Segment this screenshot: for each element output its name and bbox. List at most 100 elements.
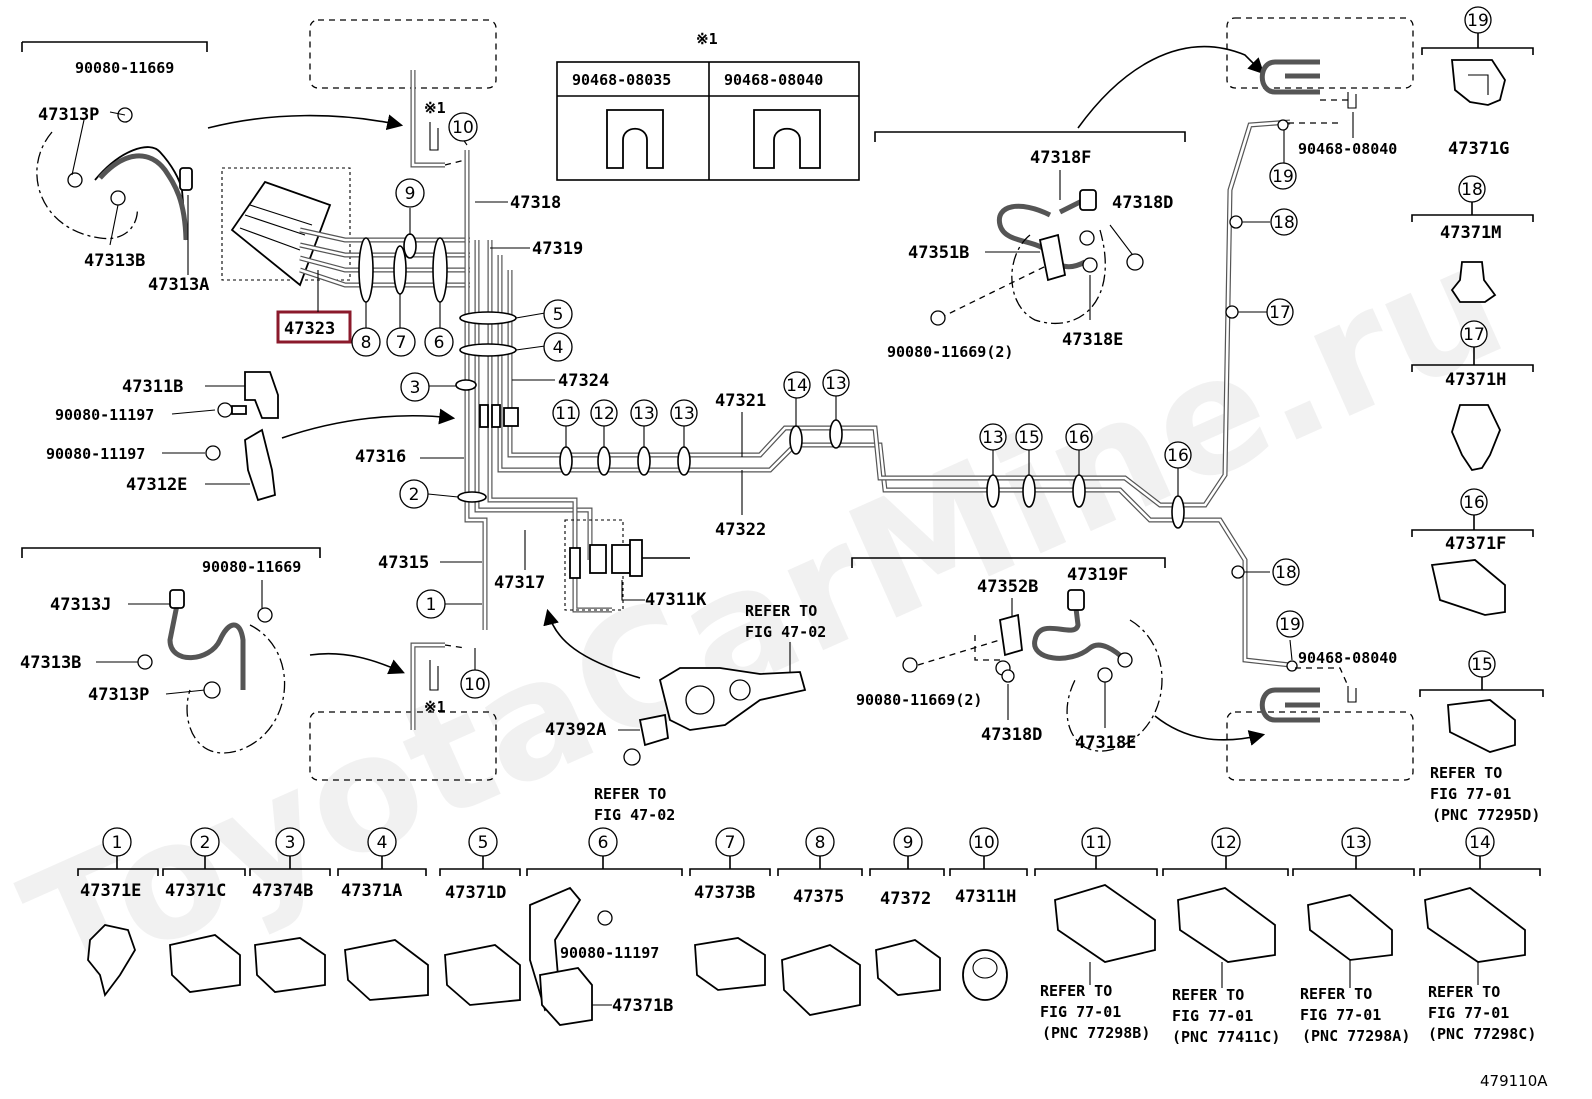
legend-part-47371B[interactable]: 47371B [612,996,673,1016]
legend-14-ref3[interactable]: (PNC 77298C) [1428,1025,1536,1043]
legend-11-ref1[interactable]: REFER TO [1040,982,1112,1000]
svg-text:12: 12 [1215,833,1237,853]
label-47371H[interactable]: 47371H [1445,370,1506,390]
highlight-box-47323[interactable] [276,310,352,344]
legend-screw-90080-11197[interactable]: 90080-11197 [560,944,659,962]
legend-12-ref3[interactable]: (PNC 77411C) [1172,1028,1280,1046]
clip-table-col2[interactable]: 90468-08040 [724,71,823,89]
label-90080-11669-2a[interactable]: 90080-11669(2) [887,343,1013,361]
group-left-brackets: 47311B 90080-11197 90080-11197 47312E [46,371,456,502]
legend-13-ref1[interactable]: REFER TO [1300,985,1372,1003]
label-47318D-b[interactable]: 47318D [981,725,1042,745]
legend-part-47371D[interactable]: 47371D [445,883,506,903]
svg-text:19: 19 [1272,167,1294,187]
legend-item-7: 7 47373B [689,827,771,991]
svg-text:13: 13 [633,404,655,424]
legend-item-13: 13 REFER TO FIG 77-01 (PNC 77298A) [1292,827,1415,1045]
label-47318E-a[interactable]: 47318E [1062,330,1123,350]
group-rear-left-hose: 90080-11669 47313J 47313B 47313P [20,547,405,754]
label-refer-77-01-15a[interactable]: REFER TO [1430,764,1502,782]
callout-14-a: 14 [783,371,811,399]
legend-13-ref2[interactable]: FIG 77-01 [1300,1006,1381,1024]
legend-part-47311H[interactable]: 47311H [955,887,1016,907]
legend-11-ref3[interactable]: (PNC 77298B) [1042,1024,1150,1042]
legend-item-11: 11 REFER TO FIG 77-01 (PNC 77298B) [1034,827,1158,1042]
label-47351B[interactable]: 47351B [908,243,969,263]
label-47318[interactable]: 47318 [510,193,561,213]
label-47318E-b[interactable]: 47318E [1075,733,1136,753]
label-47324[interactable]: 47324 [558,371,609,391]
group-master-cylinder: REFER TO FIG 47-02 47392A REFER TO FIG 4… [543,519,826,824]
label-47371M[interactable]: 47371M [1440,223,1501,243]
label-47352B[interactable]: 47352B [977,577,1038,597]
clip-table-col1[interactable]: 90468-08035 [572,71,671,89]
callout-13-c: 13 [822,369,850,397]
label-47323[interactable]: 47323 [284,319,335,339]
label-47321[interactable]: 47321 [715,391,766,411]
group-front-left-hose: 90080-11669 47313P 47313B 47313A [21,41,404,295]
callout-13-d: 13 [979,423,1007,451]
label-refer-47-02-a2[interactable]: FIG 47-02 [745,623,826,641]
svg-text:15: 15 [1471,655,1493,675]
legend-12-ref2[interactable]: FIG 77-01 [1172,1007,1253,1025]
label-47311B[interactable]: 47311B [122,377,183,397]
label-47319F[interactable]: 47319F [1067,565,1128,585]
callout-8-a: 8 [351,327,381,357]
legend-part-47373B[interactable]: 47373B [694,883,755,903]
label-47315[interactable]: 47315 [378,553,429,573]
label-90468-08040-b[interactable]: 90468-08040 [1298,649,1397,667]
legend-12-ref1[interactable]: REFER TO [1172,986,1244,1004]
legend-13-ref3[interactable]: (PNC 77298A) [1302,1027,1410,1045]
label-90468-08040-a[interactable]: 90468-08040 [1298,140,1397,158]
legend-part-47371C[interactable]: 47371C [165,881,226,901]
legend-part-47372[interactable]: 47372 [880,889,931,909]
label-47311K[interactable]: 47311K [645,590,707,610]
label-90080-11197-b[interactable]: 90080-11197 [46,445,145,463]
legend-part-47371A[interactable]: 47371A [341,881,402,901]
label-47322[interactable]: 47322 [715,520,766,540]
legend-part-47375[interactable]: 47375 [793,887,844,907]
right-part-19: 19 47371G [1421,6,1534,159]
svg-text:17: 17 [1269,303,1291,323]
note-mark-top: ※1 [696,30,718,48]
label-47313B-b[interactable]: 47313B [20,653,81,673]
label-47313B-a[interactable]: 47313B [84,251,145,271]
label-90080-11197-a[interactable]: 90080-11197 [55,406,154,424]
label-refer-77-01-15b[interactable]: FIG 77-01 [1430,785,1511,803]
label-47317[interactable]: 47317 [494,573,545,593]
callout-16-b: 16 [1164,441,1192,469]
label-refer-77-01-15c[interactable]: (PNC 77295D) [1432,806,1540,824]
legend-11-ref2[interactable]: FIG 77-01 [1040,1003,1121,1021]
callout-18-b: 18 [1272,558,1300,586]
label-47318F[interactable]: 47318F [1030,148,1091,168]
label-90080-11669-a[interactable]: 90080-11669 [75,59,174,77]
label-47371G[interactable]: 47371G [1448,139,1509,159]
label-47313A[interactable]: 47313A [148,275,209,295]
label-47371F[interactable]: 47371F [1445,534,1506,554]
label-47392A[interactable]: 47392A [545,720,606,740]
svg-text:6: 6 [434,333,445,353]
label-90080-11669-b[interactable]: 90080-11669 [202,558,301,576]
svg-text:5: 5 [553,305,564,325]
label-refer-47-02-a1[interactable]: REFER TO [745,602,817,620]
legend-part-47371E[interactable]: 47371E [80,881,141,901]
legend-14-ref2[interactable]: FIG 77-01 [1428,1004,1509,1022]
label-47313J[interactable]: 47313J [50,595,111,615]
group-rear-right-hose: 47352B 47319F 90080-11669(2) 47318D 4731… [851,557,1266,753]
label-47316[interactable]: 47316 [355,447,406,467]
label-47313P-b[interactable]: 47313P [88,685,149,705]
label-90080-11669-2b[interactable]: 90080-11669(2) [856,691,982,709]
detail-box-top: ※1 [309,19,497,168]
label-refer-47-02-b2[interactable]: FIG 47-02 [594,806,675,824]
label-refer-47-02-b1[interactable]: REFER TO [594,785,666,803]
svg-text:15: 15 [1018,428,1040,448]
label-47313P-a[interactable]: 47313P [38,105,99,125]
group-47323: 47323 [221,167,470,344]
label-47319[interactable]: 47319 [532,239,583,259]
svg-text:9: 9 [903,833,914,853]
legend-part-47374B[interactable]: 47374B [252,881,313,901]
callout-19-b: 19 [1276,610,1304,638]
label-47318D-a[interactable]: 47318D [1112,193,1173,213]
label-47312E[interactable]: 47312E [126,475,187,495]
legend-14-ref1[interactable]: REFER TO [1428,983,1500,1001]
